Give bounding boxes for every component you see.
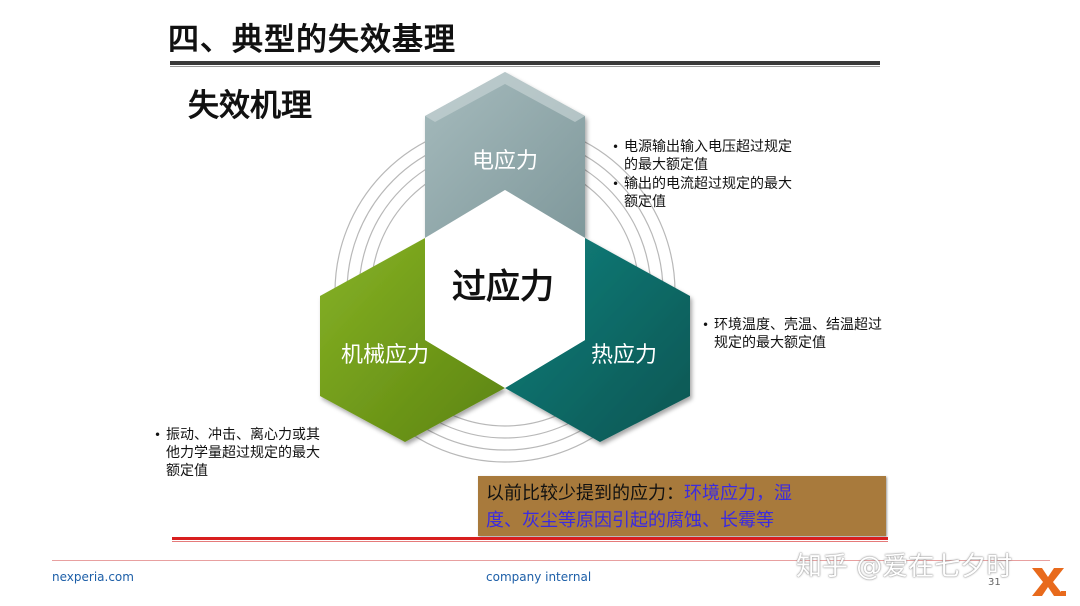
petal-label-thermal: 热应力 [591,343,657,368]
electrical-stress-notes: 电源输出输入电压超过规定的最大额定值 输出的电流超过规定的最大额定值 [612,138,792,212]
title-divider [170,61,880,65]
callout-highlight: 环境应力，湿 [684,483,792,504]
note-item: 输出的电流超过规定的最大额定值 [612,175,792,211]
page-title: 四、典型的失效基理 [168,22,456,58]
petal-electrical-stress-highlight [425,72,585,122]
footer-website: nexperia.com [52,570,134,584]
red-divider-thin [172,541,888,542]
center-hexagon [425,190,585,388]
petal-mechanical-stress [320,238,505,442]
center-label-overstress: 过应力 [452,267,554,307]
callout-prefix: 以前比较少提到的应力： [486,483,684,504]
petal-electrical-stress [425,72,585,238]
section-subtitle: 失效机理 [188,88,312,124]
red-divider [172,537,888,540]
note-item: 电源输出输入电压超过规定的最大额定值 [612,138,792,174]
petal-label-electrical: 电应力 [472,149,538,174]
footer-classification: company internal [486,570,592,584]
petal-label-mechanical: 机械应力 [341,343,429,368]
thermal-stress-notes: 环境温度、壳温、结温超过规定的最大额定值 [702,316,882,353]
mechanical-stress-notes: 振动、冲击、离心力或其他力学量超过规定的最大额定值 [154,426,324,481]
nexperia-logo-icon [1032,568,1066,596]
petal-thermal-stress [505,238,690,442]
callout-box: 以前比较少提到的应力：环境应力，湿度、灰尘等原因引起的腐蚀、长霉等 [478,476,886,536]
title-divider-thin [170,66,880,67]
footer-divider [52,560,1050,561]
note-item: 环境温度、壳温、结温超过规定的最大额定值 [702,316,882,352]
callout-highlight-line2: 度、灰尘等原因引起的腐蚀、长霉等 [486,510,774,531]
page-number: 31 [988,577,1001,588]
note-item: 振动、冲击、离心力或其他力学量超过规定的最大额定值 [154,426,324,480]
watermark: 知乎 @爱在七夕时 [796,552,1013,582]
